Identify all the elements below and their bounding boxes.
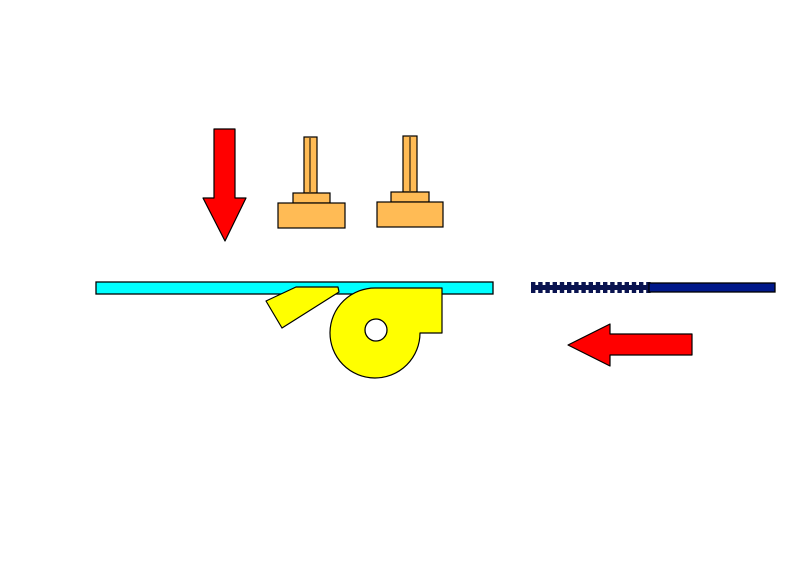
serrated-bar-tooth — [595, 282, 601, 293]
solid-bar — [648, 282, 776, 293]
press-tool-1-base — [277, 202, 346, 229]
serrated-bar-tooth — [545, 282, 550, 293]
serrated-bar-tooth — [603, 282, 608, 293]
press-tool-1 — [277, 136, 346, 229]
serrated-bar-tooth — [624, 282, 629, 293]
serrated-bar-tooth — [581, 282, 586, 293]
blower-icon — [265, 286, 443, 379]
press-tool-2 — [376, 135, 444, 228]
left-arrow-icon — [567, 323, 693, 367]
press-tool-1-collar — [292, 192, 331, 204]
blower-hub — [364, 318, 388, 342]
serrated-bar-tooth — [567, 282, 572, 293]
serrated-bar-tooth — [552, 282, 557, 293]
press-tool-2-base — [376, 201, 444, 228]
down-arrow-icon — [202, 128, 247, 242]
press-tool-2-collar — [390, 191, 430, 203]
serrated-bar-tooth — [617, 282, 622, 293]
serrated-bar-tooth — [538, 282, 543, 293]
blower-nozzle — [265, 286, 340, 329]
serrated-bar-tooth — [531, 282, 536, 293]
serrated-bar — [531, 282, 651, 293]
serrated-bar-tooth — [639, 282, 644, 293]
serrated-bar-tooth — [574, 282, 579, 293]
serrated-bar-tooth — [610, 282, 615, 293]
serrated-bar-tooth — [559, 282, 565, 293]
serrated-bar-tooth — [631, 282, 637, 293]
serrated-bar-tooth — [588, 282, 593, 293]
